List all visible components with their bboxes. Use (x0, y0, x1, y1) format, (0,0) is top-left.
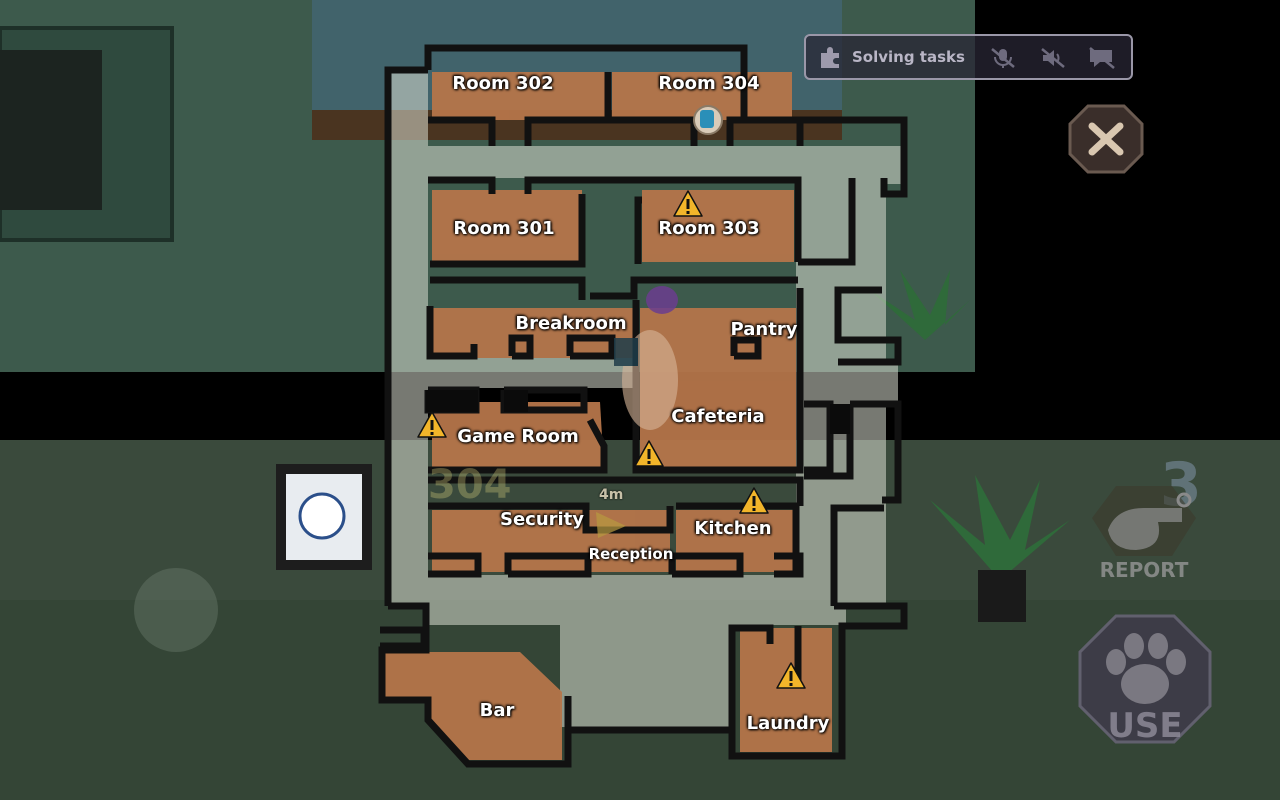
chat-muted-icon[interactable] (1086, 46, 1118, 70)
room-label-302: Room 302 (452, 73, 554, 94)
warning-icon[interactable] (634, 440, 664, 468)
distance-indicator: 4m (599, 487, 624, 503)
close-icon (1088, 122, 1124, 156)
task-status-text: Solving tasks (852, 48, 965, 66)
room-label-bar: Bar (479, 700, 515, 721)
speaker-muted-icon[interactable] (1038, 46, 1068, 70)
room-label-reception: Reception (588, 545, 674, 563)
task-status-panel: Solving tasks (804, 34, 1133, 80)
room-label-303: Room 303 (658, 218, 760, 239)
use-label: USE (1107, 706, 1183, 746)
mic-muted-icon[interactable] (988, 46, 1018, 70)
warning-icon[interactable] (417, 411, 447, 439)
wall-room-number: 304 (428, 462, 512, 508)
room-label-cafeteria: Cafeteria (671, 406, 765, 427)
report-label: REPORT (1099, 558, 1189, 582)
report-button[interactable]: REPORT (1086, 478, 1202, 584)
close-map-button[interactable] (1068, 104, 1144, 174)
movement-joystick[interactable] (134, 568, 218, 652)
room-label-laundry: Laundry (746, 713, 830, 734)
use-button[interactable]: USE (1076, 612, 1214, 746)
room-label-kitchen: Kitchen (694, 518, 772, 539)
warning-icon[interactable] (739, 487, 769, 515)
room-label-pantry: Pantry (730, 319, 798, 340)
warning-icon[interactable] (776, 662, 806, 690)
room-label-security: Security (499, 509, 585, 530)
player-character (614, 286, 678, 430)
whistle-icon (1092, 486, 1196, 556)
room-label-game-room: Game Room (457, 426, 579, 447)
paw-icon (1078, 614, 1212, 744)
room-label-304: Room 304 (658, 73, 760, 94)
warning-icon[interactable] (673, 190, 703, 218)
puzzle-icon (821, 47, 839, 68)
room-label-301: Room 301 (453, 218, 555, 239)
room-label-breakroom: Breakroom (515, 313, 627, 334)
